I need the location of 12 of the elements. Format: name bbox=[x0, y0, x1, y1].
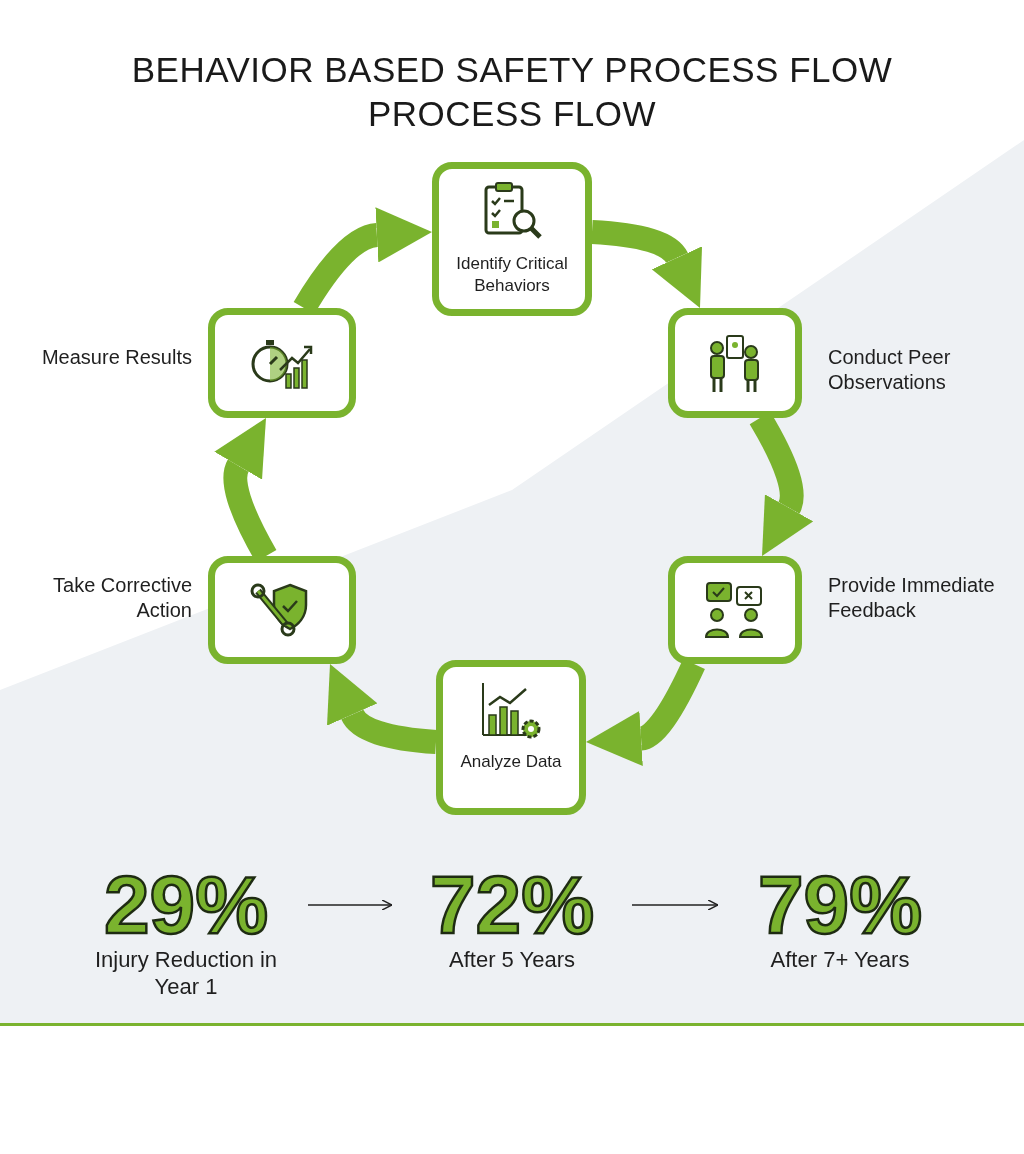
step-label: Analyze Data bbox=[459, 751, 563, 773]
arrow bbox=[307, 899, 393, 911]
step-label: Measure Results bbox=[40, 345, 192, 370]
step-card bbox=[436, 660, 586, 815]
step-label: Conduct Peer Observations bbox=[828, 345, 952, 395]
step-card bbox=[432, 162, 592, 316]
arrow bbox=[631, 899, 719, 911]
cycle-arrow bbox=[324, 666, 437, 754]
title: BEHAVIOR BASED SAFETY PROCESS FLOW PROCESS FLOW bbox=[130, 49, 894, 135]
step-label: Provide Immediate Feedback bbox=[828, 573, 996, 623]
step-label: Identify Critical Behaviors bbox=[455, 253, 569, 297]
step-label: Take Corrective Action bbox=[52, 573, 192, 623]
